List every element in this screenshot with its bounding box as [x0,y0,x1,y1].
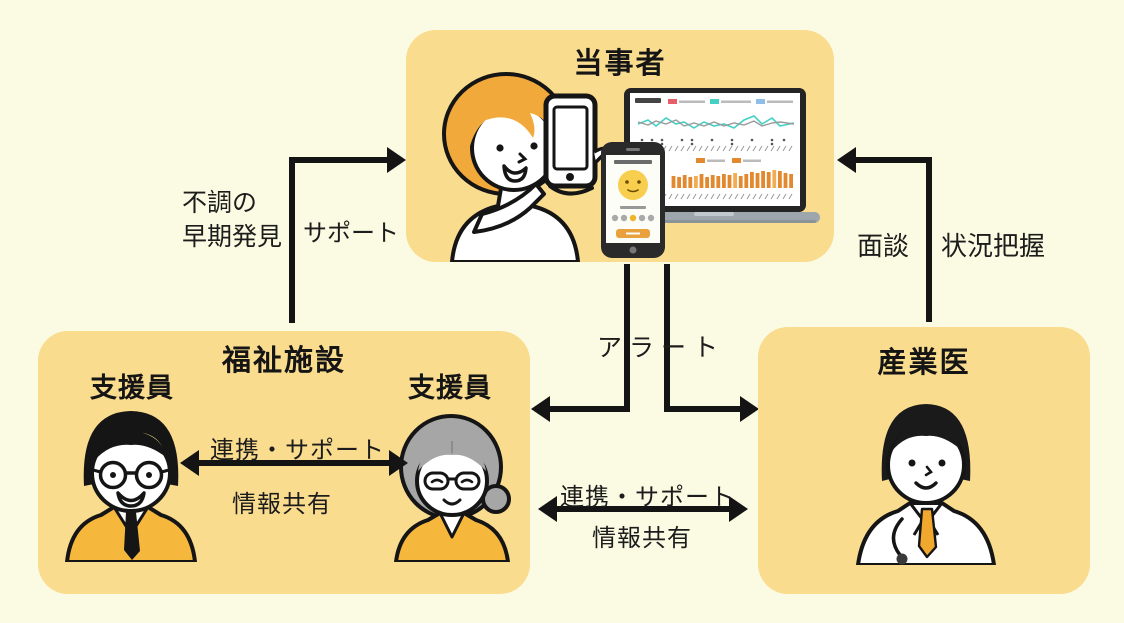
edge-facility-person-vline [289,157,295,323]
edge-alert-right-hline [664,406,740,412]
node-doctor-title: 産業医 [877,345,971,379]
edge-facility-person-arrowhead [387,147,406,173]
edge-doctor-person-vline [926,157,932,322]
edge-staff-mutual-arrowhead-left [180,450,199,476]
edge-alert-right-vline [664,264,670,412]
mood-emoji-icon [618,170,648,200]
person-woman-illustration [442,72,607,262]
facility-staff-left-label: 支援員 [90,373,174,404]
edge-label-staff-cooperation: 連携・サポート [210,436,385,464]
edge-label-facility-doctor-cooperation: 連携・サポート [560,483,735,511]
edge-alert-left-arrowhead [531,396,550,422]
edge-staff-mutual-arrowhead-right [389,450,408,476]
edge-doctor-person-arrowhead [837,147,856,173]
mood-options-icons [611,214,655,222]
edge-label-alert: アラート [597,333,726,362]
edge-staff-mutual-line [198,460,390,466]
node-person-title: 当事者 [573,46,667,80]
phone-mood-app-illustration [601,142,665,258]
edge-label-status-grasp: 状況把握 [941,232,1046,262]
edge-label-support: サポート [303,219,399,247]
edge-facility-doctor-arrowhead-left [538,496,557,522]
edge-doctor-person-hline [856,157,932,163]
edge-label-early-detection: 不調の 早期発見 [182,188,283,251]
facility-staff-right-label: 支援員 [408,373,492,404]
edge-alert-left-vline [624,264,630,412]
edge-facility-doctor-line [556,506,730,512]
edge-label-staff-info-sharing: 情報共有 [232,490,332,518]
edge-alert-right-arrowhead [740,396,759,422]
edge-label-interview: 面談 [857,232,910,262]
support-worker-female-illustration [394,414,511,562]
edge-label-facility-doctor-info-sharing: 情報共有 [592,524,692,552]
support-worker-male-illustration [65,411,197,562]
edge-facility-person-hline [289,157,387,163]
node-facility-title: 福祉施設 [221,343,346,377]
edge-facility-doctor-arrowhead-right [729,496,748,522]
doctor-illustration [856,404,996,565]
edge-alert-left-hline [550,406,630,412]
